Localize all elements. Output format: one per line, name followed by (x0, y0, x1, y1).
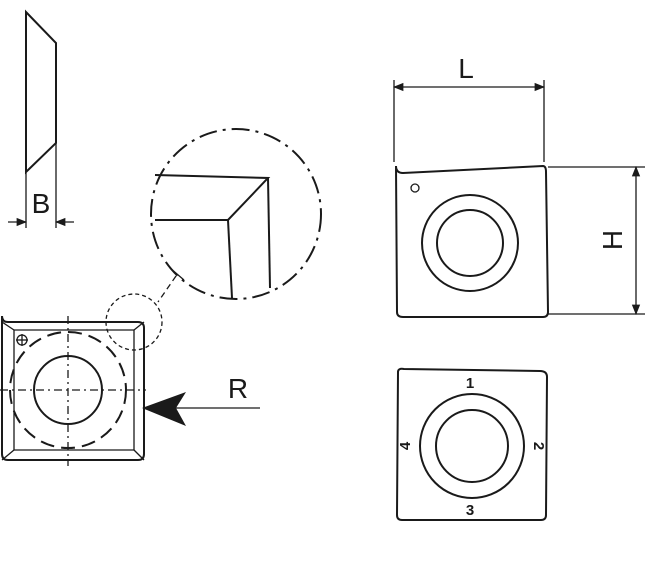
edge-numbered-view: 1 2 3 4 (395, 367, 549, 521)
rotation-direction-arrow: R (142, 373, 260, 426)
dimensioned-top-view: L H (392, 53, 645, 318)
edge-number-1: 1 (466, 375, 474, 392)
height-label-h: H (597, 230, 628, 250)
edge-number-3: 3 (466, 502, 474, 519)
edge-number-4: 4 (397, 441, 414, 450)
corner-detail-view (105, 128, 322, 351)
main-front-view (0, 315, 146, 466)
side-profile-view: B (8, 9, 74, 228)
thickness-label-b: B (32, 188, 51, 219)
edge-number-2: 2 (530, 442, 547, 450)
length-label-l: L (458, 53, 474, 84)
direction-label-r: R (228, 373, 248, 404)
